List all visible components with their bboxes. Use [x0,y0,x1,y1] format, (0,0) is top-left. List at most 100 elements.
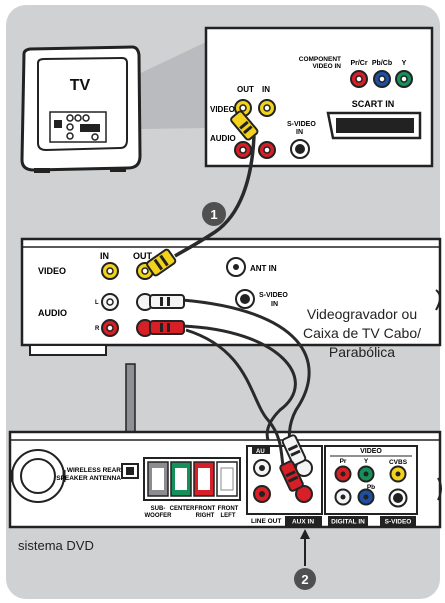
vcr-side-edge [435,289,441,311]
vcr-video-in-jack-center [106,267,114,275]
tv-out-label: OUT [237,85,254,94]
tv-foot [34,168,50,173]
tv-video-out-jack-center [239,104,247,112]
tv-svideo-label: IN [296,129,303,136]
tv-pr-label: Pr/Cr [350,60,367,67]
tv-mini-jack [82,114,90,122]
vcr-left-mark: L [95,300,99,306]
tv-mini-scart [80,124,100,132]
dvd-pb-jack-center [363,494,369,500]
cables [174,135,311,477]
tv-mini-jack [74,114,82,122]
tv-video-in-jack-center [263,104,271,112]
dvd-svideo-jack-inner [393,493,403,503]
audio-connector-box [246,445,323,515]
tv-set: TV [20,42,206,173]
tv-video-label: VIDEO [210,105,235,114]
tv-audio-in-jack-center [263,146,271,154]
vcr-out-label: OUT [133,251,153,261]
vcr-video-label: VIDEO [38,266,66,276]
digital-in-tag [328,516,368,526]
dvd-system: WIRELESS REAR SPEAKER ANTENNA SUB- WOOFE… [8,430,442,553]
tv-mini-jack [66,123,74,131]
speaker-terminal-slot [198,468,210,490]
digital-in-label: DIGITAL IN [331,519,365,526]
dvd-side-edge [437,477,442,501]
tv-label: TV [70,77,91,94]
vcr-audio-label: AUDIO [38,308,67,318]
step-1-badge [202,202,226,226]
tv-scart-pins [336,118,414,133]
dvd-pr-label: Pr [340,458,347,465]
vcr-yellow-plug [146,248,177,277]
tv-y-jack-center [400,75,408,83]
tv-pb-label: Pb/Cb [372,60,392,67]
video-group-label: VIDEO [360,448,382,455]
dvd-y-label: Y [364,458,369,465]
wireless-label: SPEAKER ANTENNA [56,475,121,482]
audio-red-cable [181,324,297,441]
digital-in-jack-center [340,494,346,500]
dvd-cvbs-jack-center [395,471,401,477]
speaker-terminal-slot [152,468,164,490]
vcr-red-plug [149,320,185,335]
front-left-label: FRONT [218,506,239,512]
dvd-cvbs-label: CVBS [389,459,408,466]
vcr-foot [29,344,107,356]
speaker-terminal-slot [175,468,187,490]
speaker-terminal-slot [220,467,234,491]
front-left-label: LEFT [221,513,236,519]
center-label: CENTER [170,506,195,512]
step-2-number: 2 [301,572,308,587]
tv-mini-jack [91,133,99,141]
tv-component-label: COMPONENT [299,56,341,63]
tv-in-label: IN [262,85,270,94]
vcr-caption-line3: Parabólica [329,344,395,360]
vcr-caption-line2: Caixa de TV Cabo/ [303,325,421,341]
tv-mini-jack [66,114,74,122]
tv-label-area [46,66,120,96]
vcr-svideo-jack-inner [240,294,250,304]
vcr-ant-jack-center [233,264,239,270]
tv-pr-jack-center [355,75,363,83]
aux-in-r-jack [295,485,313,503]
aux-in-pointer [300,529,310,566]
tv-audio-out-jack-center [239,146,247,154]
subwoofer-label: SUB- [151,506,166,512]
vcr-ant-label: ANT IN [250,264,277,273]
tv-scart-label: SCART IN [352,99,395,109]
tv-component-label: VIDEO IN [312,63,341,70]
aux-top-label: AU [256,449,265,455]
tv-rear-panel: COMPONENT VIDEO IN Pr/Cr Pb/Cb Y OUT IN … [204,26,434,168]
vcr-svideo-label: S-VIDEO [259,292,288,299]
dvd-svideo-tag [380,516,416,526]
tv-audio-label: AUDIO [210,134,236,143]
dvd-svideo-label: S-VIDEO [385,519,412,526]
line-out-label: LINE OUT [251,518,281,525]
video-cable [174,135,256,258]
tv-foot [110,167,126,172]
dvd-white-plug [281,434,307,466]
tv-pb-jack-center [378,75,386,83]
vcr-body [20,237,442,347]
tv-y-label: Y [402,60,407,67]
line-out-l-jack-center [259,465,265,471]
tv-mini-jack [66,132,74,140]
step-2-badge [294,568,316,590]
tv-svideo-label: S-VIDEO [287,121,316,128]
audio-extra-cable [185,328,287,477]
audio-white-cable [181,298,311,453]
front-right-label: RIGHT [196,513,215,519]
vcr-white-plug [149,294,185,309]
aux-in-tag [285,516,322,526]
vcr-caption-line1: Videogravador ou [307,306,417,322]
vcr-audio-l-in-jack-center [106,298,114,306]
front-right-label: FRONT [195,506,216,512]
vcr-device: IN OUT VIDEO AUDIO L R ANT IN S-VIDEO IN… [20,237,442,360]
step-2-callout: 2 [294,568,316,590]
vcr-audio-r-in-jack-center [106,324,114,332]
dvd-caption: sistema DVD [18,538,94,553]
dvd-pr-jack-center [340,471,346,477]
line-out-r-jack-center [259,491,265,497]
vcr-right-mark: R [95,326,100,332]
